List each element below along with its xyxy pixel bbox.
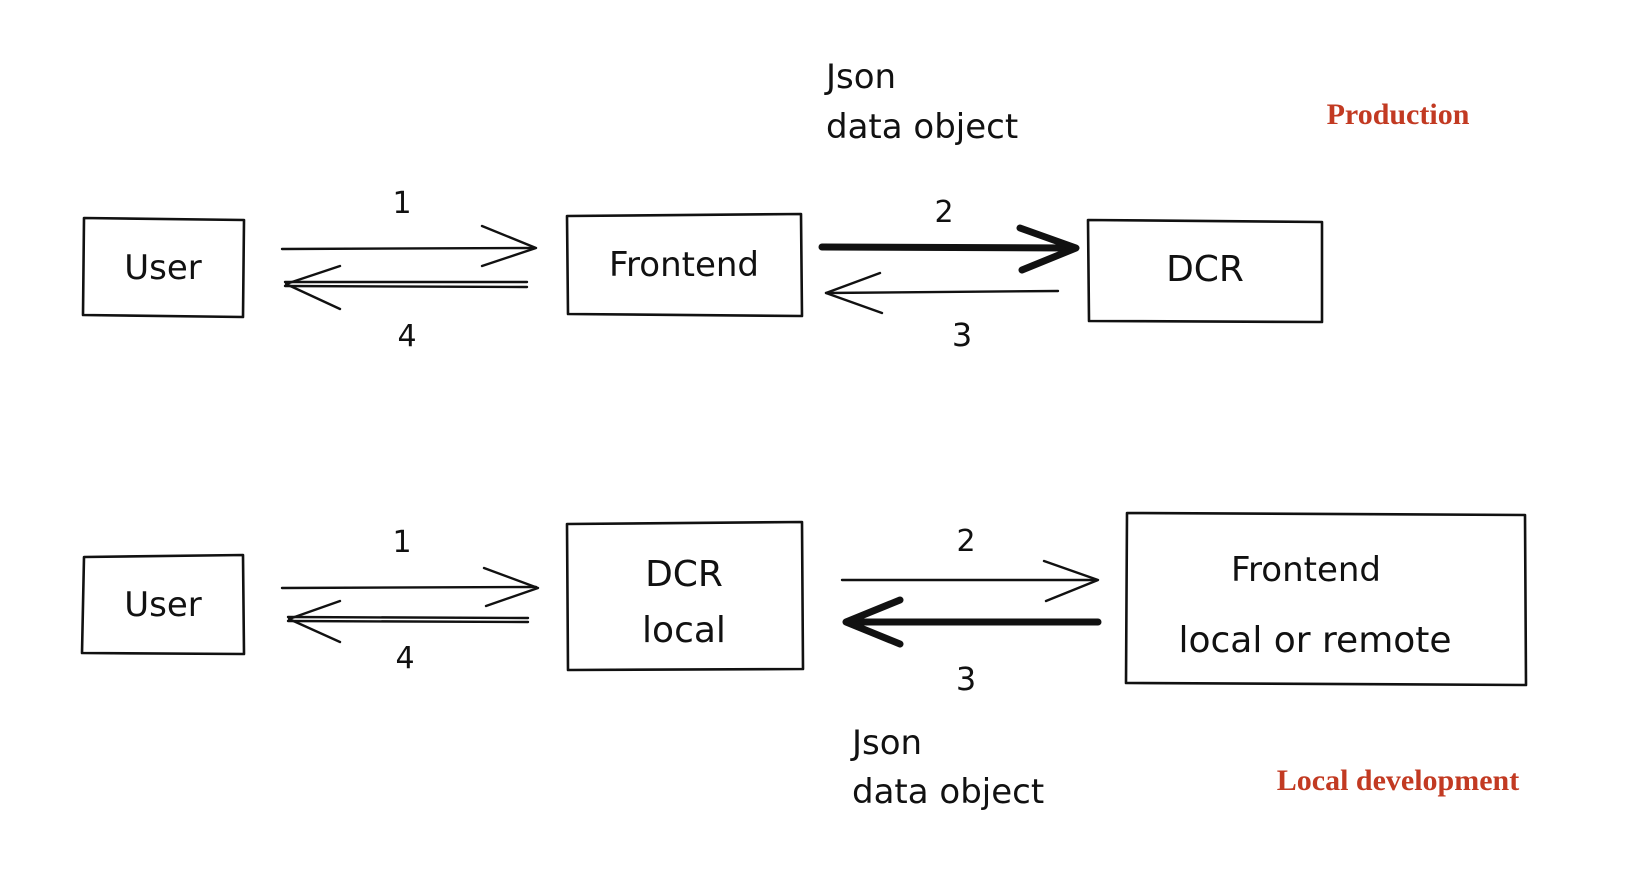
local-frontend-node: Frontend local or remote	[1124, 511, 1528, 687]
local-payload-label-line2: data object	[852, 772, 1044, 812]
local-user-node: User	[80, 553, 246, 656]
production-user-box	[81, 216, 246, 319]
local-arrow-frontend-to-dcr	[842, 596, 1102, 648]
production-dcr-label: DCR	[1166, 249, 1244, 290]
production-user-label: User	[124, 248, 202, 288]
local-user-box	[80, 553, 246, 656]
local-step-3-label: 3	[956, 660, 976, 698]
production-payload-label-line2: data object	[826, 107, 1018, 147]
production-arrow-frontend-to-user	[283, 264, 529, 311]
production-diagram: Production Json data object User Fronten…	[81, 57, 1470, 354]
local-arrow-dcr-to-frontend	[840, 559, 1100, 603]
local-step-1-label: 1	[392, 525, 411, 560]
production-frontend-node: Frontend	[565, 212, 804, 318]
local-dcr-node: DCR local	[565, 520, 805, 672]
production-dcr-node: DCR	[1086, 218, 1324, 324]
local-diagram: Local development Json data object User …	[80, 511, 1528, 812]
local-arrow-dcr-to-user	[286, 599, 530, 644]
production-arrow-user-to-frontend	[280, 224, 538, 268]
local-step-4-label: 4	[395, 641, 414, 676]
production-frontend-box	[565, 212, 804, 318]
production-arrow-dcr-to-frontend	[824, 271, 1060, 315]
local-dcr-label-line2: local	[642, 610, 726, 651]
local-section-label: Local development	[1277, 764, 1519, 797]
local-payload-label-line1: Json	[850, 723, 922, 763]
production-step-4-label: 4	[397, 319, 416, 354]
production-section-label: Production	[1327, 98, 1470, 131]
local-frontend-label-line1: Frontend	[1231, 550, 1381, 590]
production-dcr-box	[1086, 218, 1324, 324]
production-arrow-frontend-to-dcr	[818, 224, 1080, 274]
local-step-2-label: 2	[956, 524, 975, 559]
production-user-node: User	[81, 216, 246, 319]
production-step-2-label: 2	[934, 195, 953, 230]
local-user-label: User	[124, 585, 202, 625]
production-payload-label-line1: Json	[824, 57, 896, 97]
local-dcr-label-line1: DCR	[645, 554, 723, 595]
local-frontend-box	[1124, 511, 1528, 687]
local-dcr-box	[565, 520, 805, 672]
local-frontend-label-line2: local or remote	[1178, 620, 1451, 661]
production-step-1-label: 1	[392, 186, 411, 221]
production-frontend-label: Frontend	[609, 245, 759, 285]
production-step-3-label: 3	[952, 316, 972, 354]
local-arrow-user-to-dcr	[280, 566, 540, 608]
